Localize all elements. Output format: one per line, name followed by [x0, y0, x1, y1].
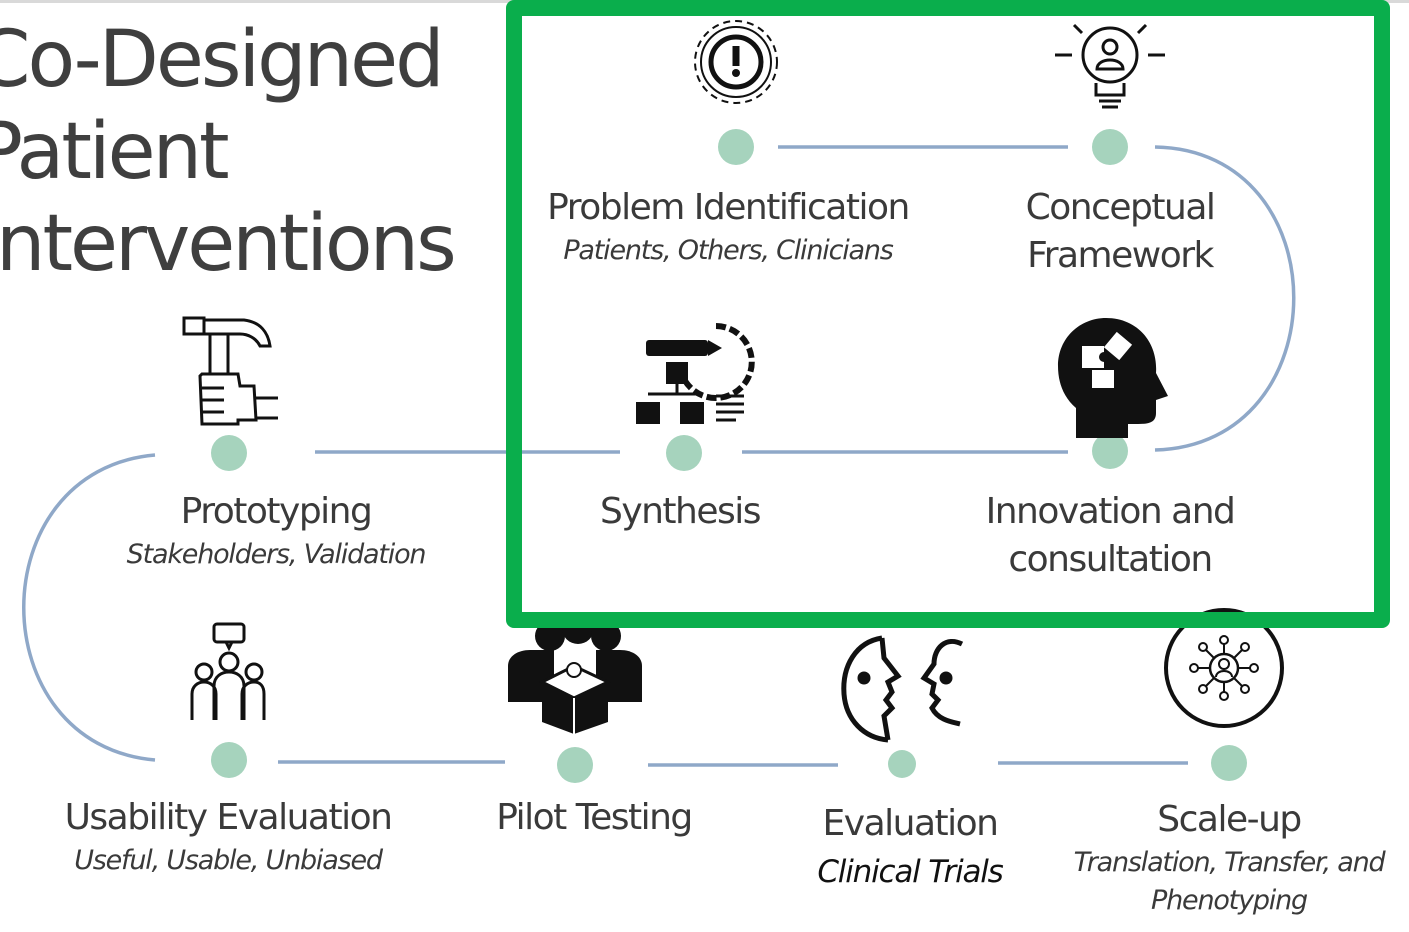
stage-label-line2: Framework — [1027, 235, 1214, 276]
node-pilot — [557, 747, 593, 783]
node-prototyping — [211, 435, 247, 471]
stage-scale-up: Scale-up Translation, Transfer, and Phen… — [1073, 796, 1386, 920]
gear-exclamation-icon — [694, 20, 778, 104]
node-conceptual — [1092, 129, 1128, 165]
stage-sub: Useful, Usable, Unbiased — [74, 845, 383, 876]
stage-label: Pilot Testing — [496, 797, 693, 838]
stage-label: Synthesis — [599, 491, 762, 532]
stage-label: Problem Identification — [547, 187, 910, 228]
title-line-3: Interventions — [0, 199, 457, 289]
stage-problem-identification: Problem Identification Patients, Others,… — [547, 184, 910, 270]
pencil-chart-icon — [636, 323, 755, 424]
team-box-icon — [508, 612, 642, 734]
highlight-box — [506, 0, 1390, 628]
stage-innovation-consultation: Innovation and consultation — [985, 488, 1236, 584]
stage-label: Innovation and — [985, 491, 1236, 532]
head-puzzle-icon — [1058, 318, 1168, 438]
faces-profile-icon — [841, 635, 964, 743]
stage-prototyping: Prototyping Stakeholders, Validation — [126, 488, 427, 574]
node-usability — [211, 742, 247, 778]
stage-label: Scale-up — [1157, 799, 1302, 840]
stage-conceptual-framework: Conceptual Framework — [1025, 184, 1216, 280]
group-speech-icon — [190, 622, 266, 720]
stage-sub: Clinical Trials — [817, 854, 1003, 890]
node-evaluation — [888, 750, 916, 778]
title-line-2: Patient — [0, 107, 230, 197]
stage-label-line2: consultation — [1008, 539, 1213, 580]
node-synthesis — [666, 435, 702, 471]
lightbulb-person-icon — [1055, 23, 1165, 109]
node-scaleup — [1211, 745, 1247, 781]
stage-sub: Stakeholders, Validation — [126, 539, 427, 570]
connector-paths — [22, 145, 1296, 767]
stage-evaluation: Evaluation Clinical Trials — [817, 800, 1003, 896]
stage-label: Usability Evaluation — [64, 797, 393, 838]
stage-sub: Patients, Others, Clinicians — [563, 235, 893, 266]
stage-label: Evaluation — [822, 803, 999, 844]
stage-sub: Translation, Transfer, and — [1073, 847, 1386, 878]
stage-label: Prototyping — [180, 491, 373, 532]
title-line-1: Co-Designed — [0, 15, 445, 105]
stage-label: Conceptual — [1025, 187, 1216, 228]
node-innovation — [1092, 433, 1128, 469]
stage-sub-line2: Phenotyping — [1151, 885, 1308, 916]
page-title: Co-Designed Patient Interventions — [0, 14, 457, 290]
stage-usability-evaluation: Usability Evaluation Useful, Usable, Unb… — [64, 794, 393, 880]
node-problem — [718, 129, 754, 165]
network-person-icon — [1164, 608, 1284, 728]
stage-synthesis: Synthesis — [599, 488, 762, 536]
stage-pilot-testing: Pilot Testing — [496, 794, 693, 842]
hammer-hand-icon — [182, 316, 278, 426]
